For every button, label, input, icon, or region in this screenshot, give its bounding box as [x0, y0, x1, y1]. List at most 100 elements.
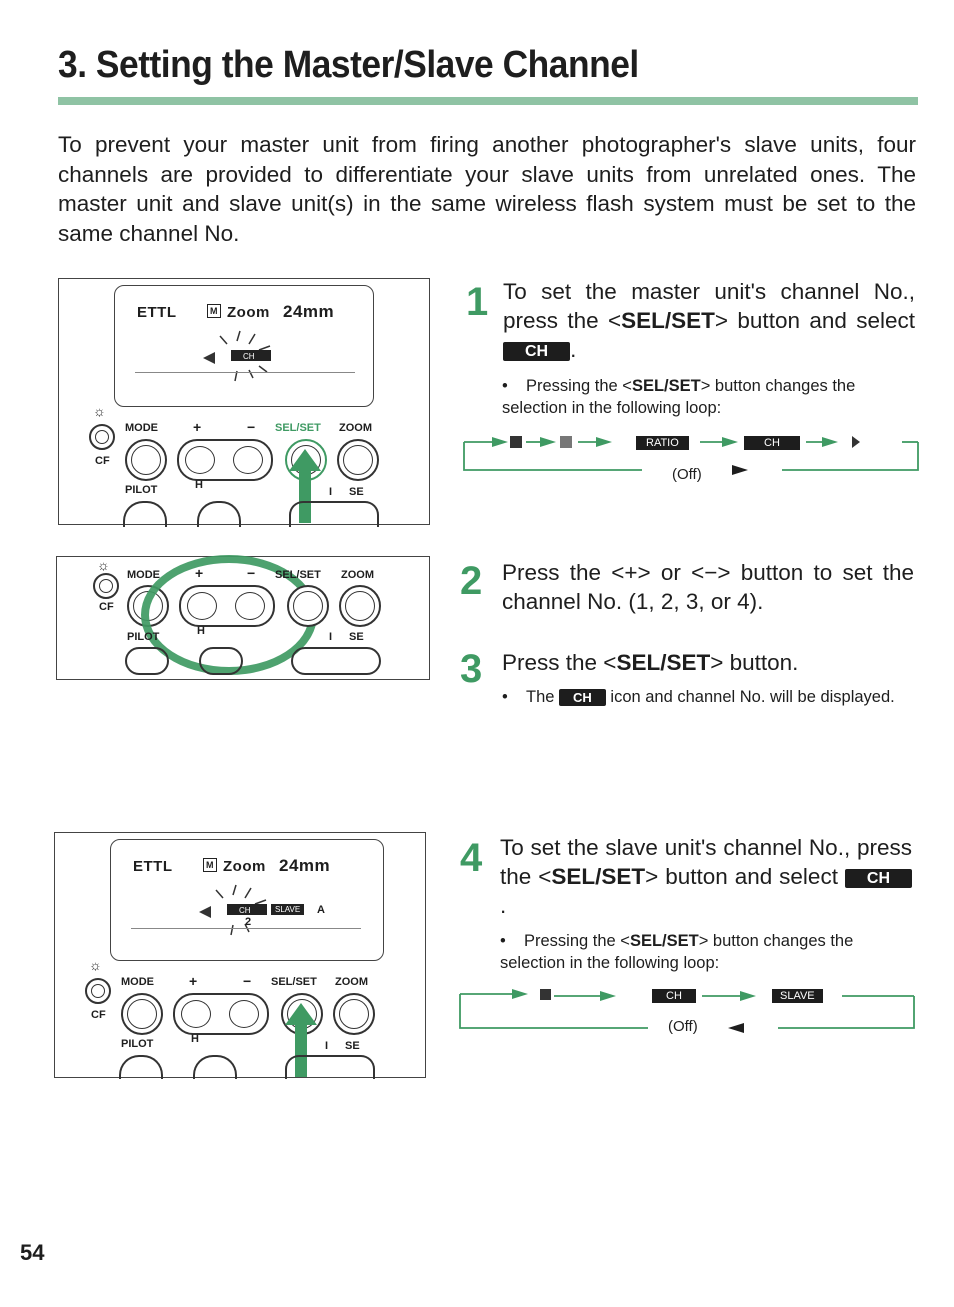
minus-button[interactable]	[233, 446, 263, 474]
ch-icon: CH	[559, 689, 606, 707]
lcd-slave: SLAVE	[271, 904, 305, 915]
step-number: 2	[460, 559, 483, 603]
light-button[interactable]	[89, 424, 115, 450]
high-speed-label: H	[195, 479, 203, 491]
minus-label: −	[247, 419, 256, 435]
pilot-button[interactable]	[123, 501, 167, 527]
note-text: Pressing the <	[524, 932, 630, 950]
note-text: icon and channel No. will be displayed.	[610, 688, 895, 706]
button-name: SEL/SET	[629, 932, 699, 950]
lcd-divider	[131, 928, 361, 929]
page-title: 3. Setting the Master/Slave Channel	[58, 44, 639, 86]
arrow-up-icon	[289, 449, 321, 523]
off-label: (Off)	[672, 466, 702, 483]
pilot-button[interactable]	[125, 647, 169, 675]
light-icon: ☼	[93, 403, 106, 419]
slave-chip: SLAVE	[772, 989, 823, 1003]
plus-label: +	[189, 973, 198, 989]
zoom-button[interactable]	[337, 439, 379, 481]
mode-label: MODE	[121, 976, 154, 988]
power-label: I	[329, 631, 333, 643]
lcd-channel: 2	[245, 916, 252, 928]
high-speed-label: H	[197, 625, 205, 637]
step-4-text: To set the slave unit's channel No., pre…	[500, 833, 912, 920]
step-text: > button.	[710, 650, 799, 675]
blinking-ch-icon: CH	[199, 884, 267, 936]
manual-zoom-icon: M	[207, 304, 221, 318]
power-switch[interactable]	[285, 1055, 375, 1079]
step-1-text: To set the master unit's channel No., pr…	[503, 277, 915, 364]
ch-chip: CH	[744, 436, 800, 450]
blinking-ch-icon: CH	[203, 330, 271, 382]
ch-icon: CH	[844, 868, 912, 888]
hs-button[interactable]	[193, 1055, 237, 1079]
lcd-group: A	[317, 904, 326, 916]
step-text: .	[570, 337, 577, 362]
lcd-ettl: ETTL	[137, 304, 177, 321]
step-text: > button and select	[714, 308, 915, 333]
ch-chip: CH	[652, 989, 696, 1003]
button-name: SEL/SET	[616, 650, 711, 675]
power-label: I	[325, 1040, 329, 1052]
power-switch[interactable]	[289, 501, 379, 527]
plus-minus-rocker[interactable]	[173, 993, 269, 1035]
selset-label: SEL/SET	[275, 422, 321, 434]
button-name: SEL/SET	[621, 308, 715, 333]
step-text: Press the <	[502, 650, 617, 675]
zoom-button[interactable]	[333, 993, 375, 1035]
flash-panel-buttons: ☼ CF MODE + − SEL/SET ZOOM PILOT H I SE	[56, 555, 430, 680]
light-button[interactable]	[93, 573, 119, 599]
hs-button[interactable]	[197, 501, 241, 527]
light-icon: ☼	[97, 557, 110, 573]
step-number: 3	[460, 647, 483, 691]
note-text: > button changes the selection in the fo…	[500, 932, 854, 972]
lcd-display: ETTL M Zoom 24mm CH	[114, 285, 374, 407]
lcd-ettl: ETTL	[133, 858, 173, 875]
plus-label: +	[193, 419, 202, 435]
svg-text:CH: CH	[239, 906, 251, 915]
selset-button[interactable]	[287, 585, 329, 627]
high-speed-label: H	[191, 1033, 199, 1045]
pilot-label: PILOT	[121, 1038, 154, 1050]
ratio-chip: RATIO	[636, 436, 689, 450]
lcd-divider	[135, 372, 355, 373]
zoom-label: ZOOM	[339, 422, 372, 434]
zoom-label: ZOOM	[341, 569, 374, 581]
cf-label: CF	[91, 1009, 106, 1021]
mode-label: MODE	[125, 422, 158, 434]
plus-minus-rocker[interactable]	[177, 439, 273, 481]
light-icon: ☼	[89, 957, 102, 973]
plus-button[interactable]	[185, 446, 215, 474]
arrow-up-icon	[285, 1003, 317, 1077]
step-3-text: Press the <SEL/SET> button.	[502, 648, 914, 677]
step-2-text: Press the <+> or <−> button to set the c…	[502, 560, 914, 614]
zoom-button[interactable]	[339, 585, 381, 627]
minus-label: −	[243, 973, 252, 989]
note-text: > button changes the selection in the fo…	[502, 377, 856, 417]
step-3-note: •The CH icon and channel No. will be dis…	[502, 688, 895, 707]
note-text: Pressing the <	[526, 377, 632, 395]
intro-paragraph: To prevent your master unit from firing …	[58, 132, 916, 246]
mode-label: MODE	[127, 569, 160, 581]
selset-label: SEL/SET	[275, 569, 321, 581]
step-text: To set the master unit's channel No., pr…	[503, 279, 915, 333]
plus-button[interactable]	[181, 1000, 211, 1028]
note-text: The	[526, 688, 555, 706]
power-label: I	[329, 486, 333, 498]
mode-button[interactable]	[125, 439, 167, 481]
pilot-button[interactable]	[119, 1055, 163, 1079]
button-name: SEL/SET	[551, 864, 646, 889]
mode-button[interactable]	[121, 993, 163, 1035]
step-number: 4	[460, 836, 483, 880]
power-switch[interactable]	[291, 647, 381, 675]
light-button[interactable]	[85, 978, 111, 1004]
se-label: SE	[345, 1040, 360, 1052]
lcd-focal: 24mm	[283, 302, 335, 321]
pilot-label: PILOT	[125, 484, 158, 496]
cf-label: CF	[95, 455, 110, 467]
page-number: 54	[20, 1240, 45, 1265]
lcd-zoom: Zoom	[223, 858, 266, 875]
hs-button[interactable]	[199, 647, 243, 675]
step-number: 1	[466, 280, 489, 324]
minus-button[interactable]	[229, 1000, 259, 1028]
